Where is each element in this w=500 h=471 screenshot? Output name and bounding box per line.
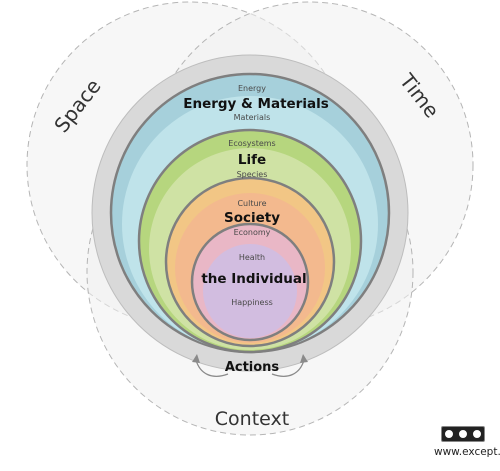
individual-title: the Individual — [201, 271, 306, 287]
materials-label: Materials — [234, 113, 271, 122]
by-icon — [458, 429, 468, 439]
health-label: Health — [239, 253, 265, 262]
individual-inner-band — [203, 244, 297, 338]
actions-label: Actions — [225, 360, 280, 375]
happiness-label: Happiness — [231, 298, 273, 307]
cc-license-badge[interactable] — [441, 426, 485, 442]
cc-icon — [444, 429, 454, 439]
economy-label: Economy — [234, 228, 271, 237]
energy-materials-title: Energy & Materials — [183, 96, 329, 112]
sa-icon — [472, 429, 482, 439]
life-title: Life — [238, 152, 266, 168]
actions-arrow-left — [195, 359, 229, 377]
actions-arrow-right — [271, 359, 305, 377]
actions-arrowhead-left — [192, 354, 200, 363]
society-title: Society — [224, 210, 280, 226]
ecosystems-label: Ecosystems — [228, 139, 275, 148]
species-label: Species — [237, 170, 268, 179]
actions-arrowhead-right — [300, 354, 308, 363]
energy-label: Energy — [238, 84, 266, 93]
culture-label: Culture — [237, 199, 266, 208]
context-label: Context — [215, 408, 289, 430]
website-link[interactable]: www.except.nl — [434, 446, 500, 458]
